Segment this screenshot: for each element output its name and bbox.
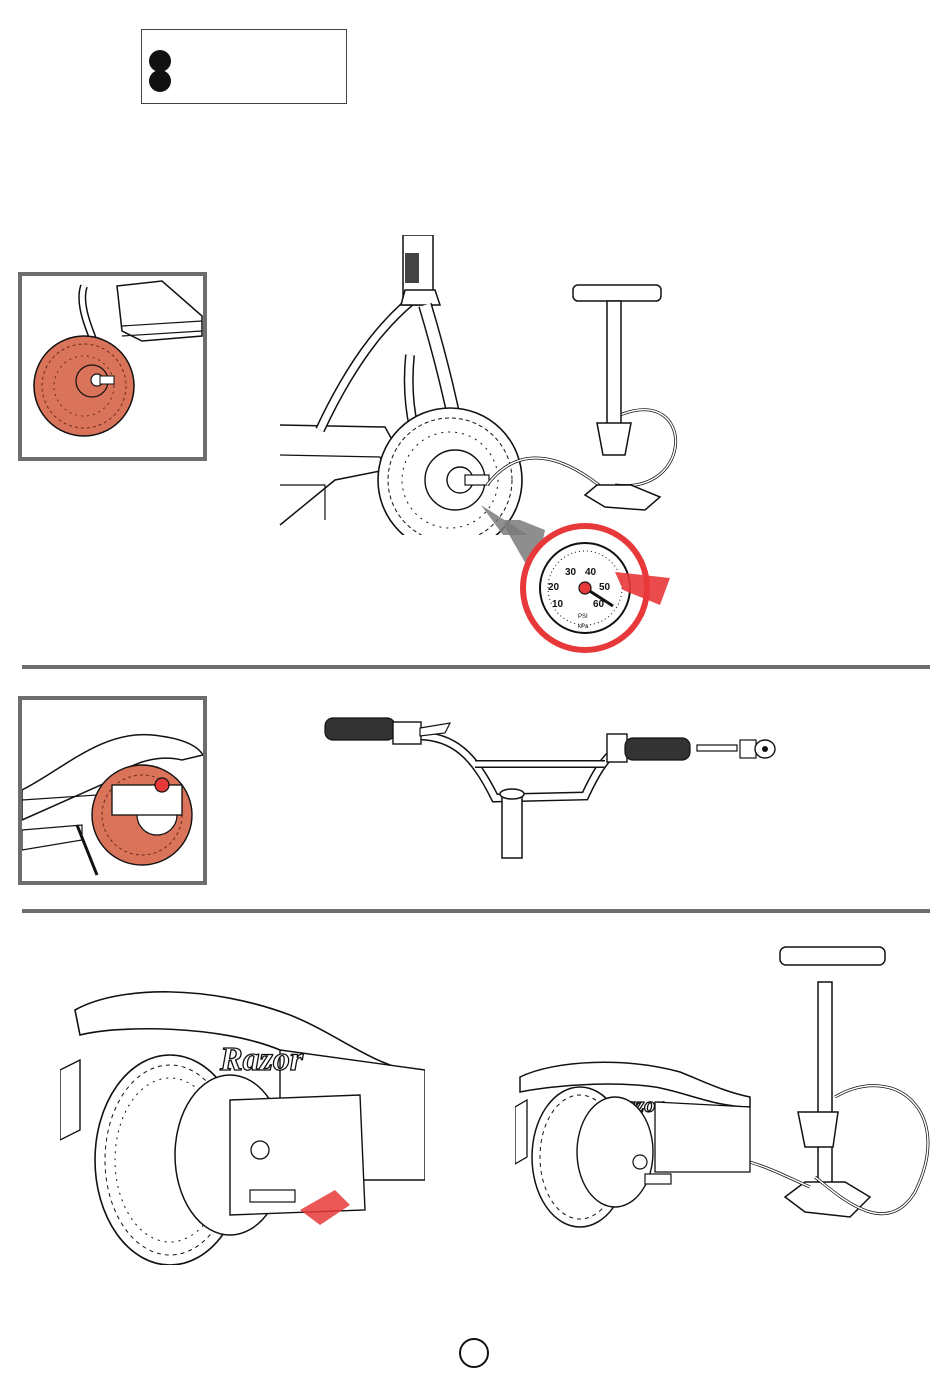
- legend-bullet-1: [149, 50, 171, 72]
- pressure-gauge-callout: 10 20 30 40 50 60 PSI kPa: [505, 520, 695, 655]
- gauge-tick-30: 30: [565, 567, 577, 578]
- page-number-circle: [459, 1338, 489, 1368]
- gauge-unit-psi: PSI: [578, 614, 588, 620]
- gauge-tick-40: 40: [585, 567, 597, 578]
- rear-wheel-valve-illustration: Razor: [60, 980, 425, 1265]
- gauge-hub: [579, 582, 591, 594]
- section-divider-1: [22, 665, 930, 669]
- rear-wheel-pump-illustration: Razor: [515, 942, 940, 1242]
- gauge-tick-10: 10: [552, 599, 564, 610]
- razor-logo-large: Razor: [219, 1041, 304, 1078]
- legend-bullet-2: [149, 70, 171, 92]
- gauge-tick-50: 50: [599, 582, 611, 593]
- section-divider-2: [22, 909, 930, 913]
- rear-wheel-inset-illustration: [22, 700, 203, 881]
- front-wheel-inset: [18, 272, 207, 461]
- scooter-front-illustration: [275, 235, 695, 535]
- rear-wheel-inset: [18, 696, 207, 885]
- gauge-unit-kpa: kPa: [578, 624, 589, 630]
- handlebar-illustration: [315, 708, 785, 863]
- legend-box: [141, 29, 347, 104]
- gauge-tick-20: 20: [548, 582, 560, 593]
- front-wheel-inset-illustration: [22, 276, 203, 457]
